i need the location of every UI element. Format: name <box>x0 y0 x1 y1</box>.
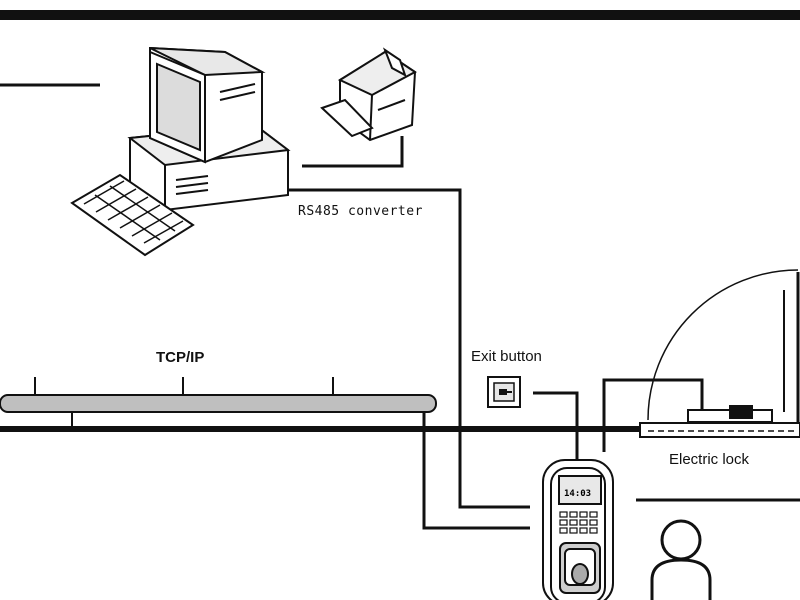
electric-lock-label: Electric lock <box>669 451 750 468</box>
door-icon <box>647 269 800 422</box>
tcpip-label: TCP/IP <box>156 349 205 366</box>
user-icon <box>650 519 712 600</box>
exit-button-label: Exit button <box>471 348 542 365</box>
terminal-icon <box>542 459 614 600</box>
electric-lock-icon <box>639 405 800 438</box>
computer-icon <box>127 46 291 212</box>
exit-button-icon <box>487 376 521 408</box>
keyboard-icon <box>70 173 195 257</box>
tcpip-bus <box>0 377 437 426</box>
terminal-time-display: 14:03 <box>564 489 592 499</box>
printer-icon <box>320 47 417 142</box>
top-border <box>0 10 800 20</box>
floor-line <box>0 426 800 432</box>
rs485-converter-label: RS485 converter <box>298 204 423 219</box>
